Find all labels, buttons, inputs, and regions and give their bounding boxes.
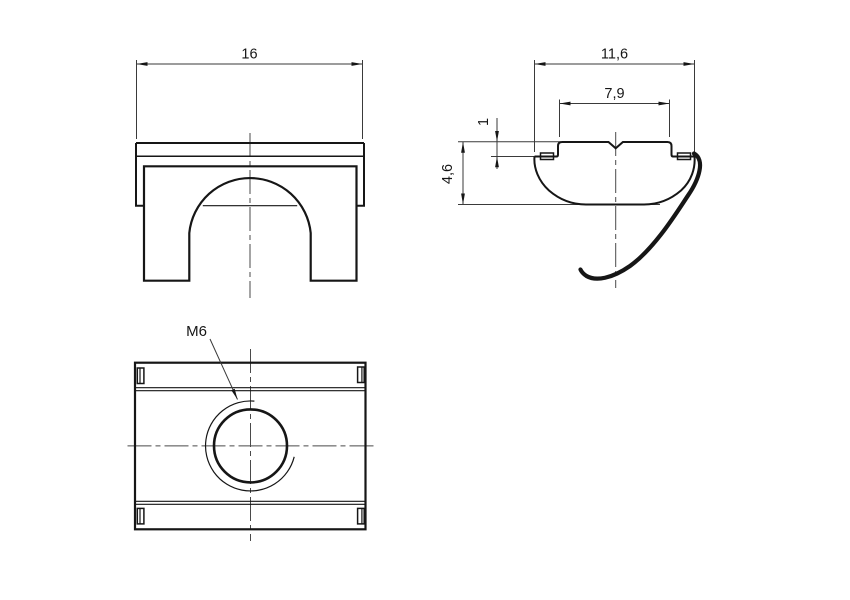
profile-view: 11,6 7,9 1 4,6 (440, 47, 703, 288)
corner-lug-top-left (136, 367, 145, 385)
arrowhead-left (534, 62, 546, 66)
dimension-lip-height: 1 (458, 118, 561, 169)
flange-right-side (356, 143, 365, 207)
spring-element (578, 151, 703, 281)
arrowhead-left (559, 101, 571, 106)
arrowhead-bottom (495, 156, 499, 168)
corner-lug-bottom-right (356, 507, 365, 525)
arrowhead-right (351, 62, 363, 66)
thread-major-arc (205, 400, 295, 492)
dimension-value: 4,6 (440, 164, 456, 184)
dimension-groove-width: 7,9 (559, 86, 670, 137)
profile-body-contour (533, 156, 696, 206)
lug-outline (356, 507, 365, 525)
thread-label: M6 (186, 323, 207, 340)
dimension-profile-height: 4,6 (440, 141, 660, 205)
arrowhead-left (136, 62, 148, 66)
arrowhead-right (658, 101, 670, 106)
corner-lug-top-right (356, 366, 365, 384)
body-outline (142, 165, 358, 282)
dimension-value: 7,9 (604, 86, 624, 102)
arrowhead-top (461, 141, 465, 153)
dimension-value: 1 (476, 118, 492, 126)
arrowhead-top (495, 131, 499, 142)
dimension-front-width: 16 (136, 47, 363, 139)
arrowhead-bottom (461, 193, 465, 205)
lug-outline (136, 367, 145, 385)
corner-lug-bottom-left (136, 507, 145, 525)
thread-callout: M6 (186, 323, 238, 400)
dimension-value: 11,6 (601, 47, 628, 63)
front-view: 16 (135, 47, 365, 298)
thread-minor-circle (212, 408, 289, 484)
top-view: M6 (127, 323, 378, 541)
flange-left-side (135, 143, 144, 207)
leader-line (209, 338, 238, 400)
left-lug (539, 152, 555, 161)
right-lug (676, 152, 692, 161)
lug-outline (136, 507, 145, 525)
dimension-value: 16 (241, 47, 257, 63)
profile-top-contour (534, 141, 695, 158)
lug-outline (356, 366, 365, 384)
top-view-outline (133, 361, 367, 531)
arrowhead-right (683, 62, 695, 66)
leader-arrowhead (231, 388, 238, 400)
dimension-profile-width: 11,6 (534, 47, 695, 152)
